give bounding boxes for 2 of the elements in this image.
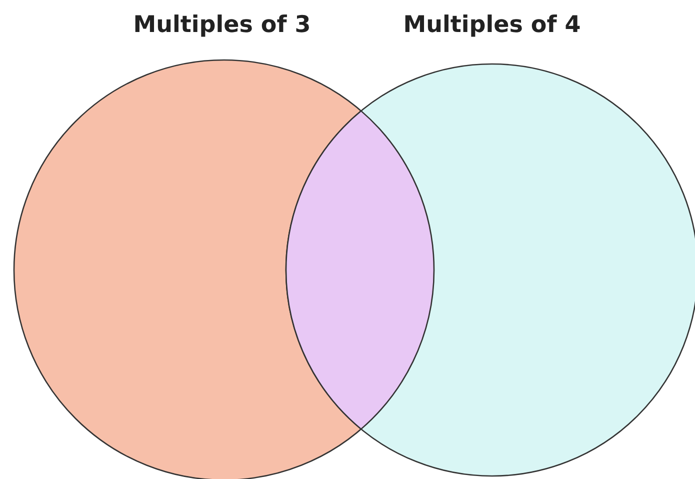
set-heading: Multiples of 4	[403, 12, 581, 38]
set-heading: Multiples of 3	[133, 12, 311, 38]
